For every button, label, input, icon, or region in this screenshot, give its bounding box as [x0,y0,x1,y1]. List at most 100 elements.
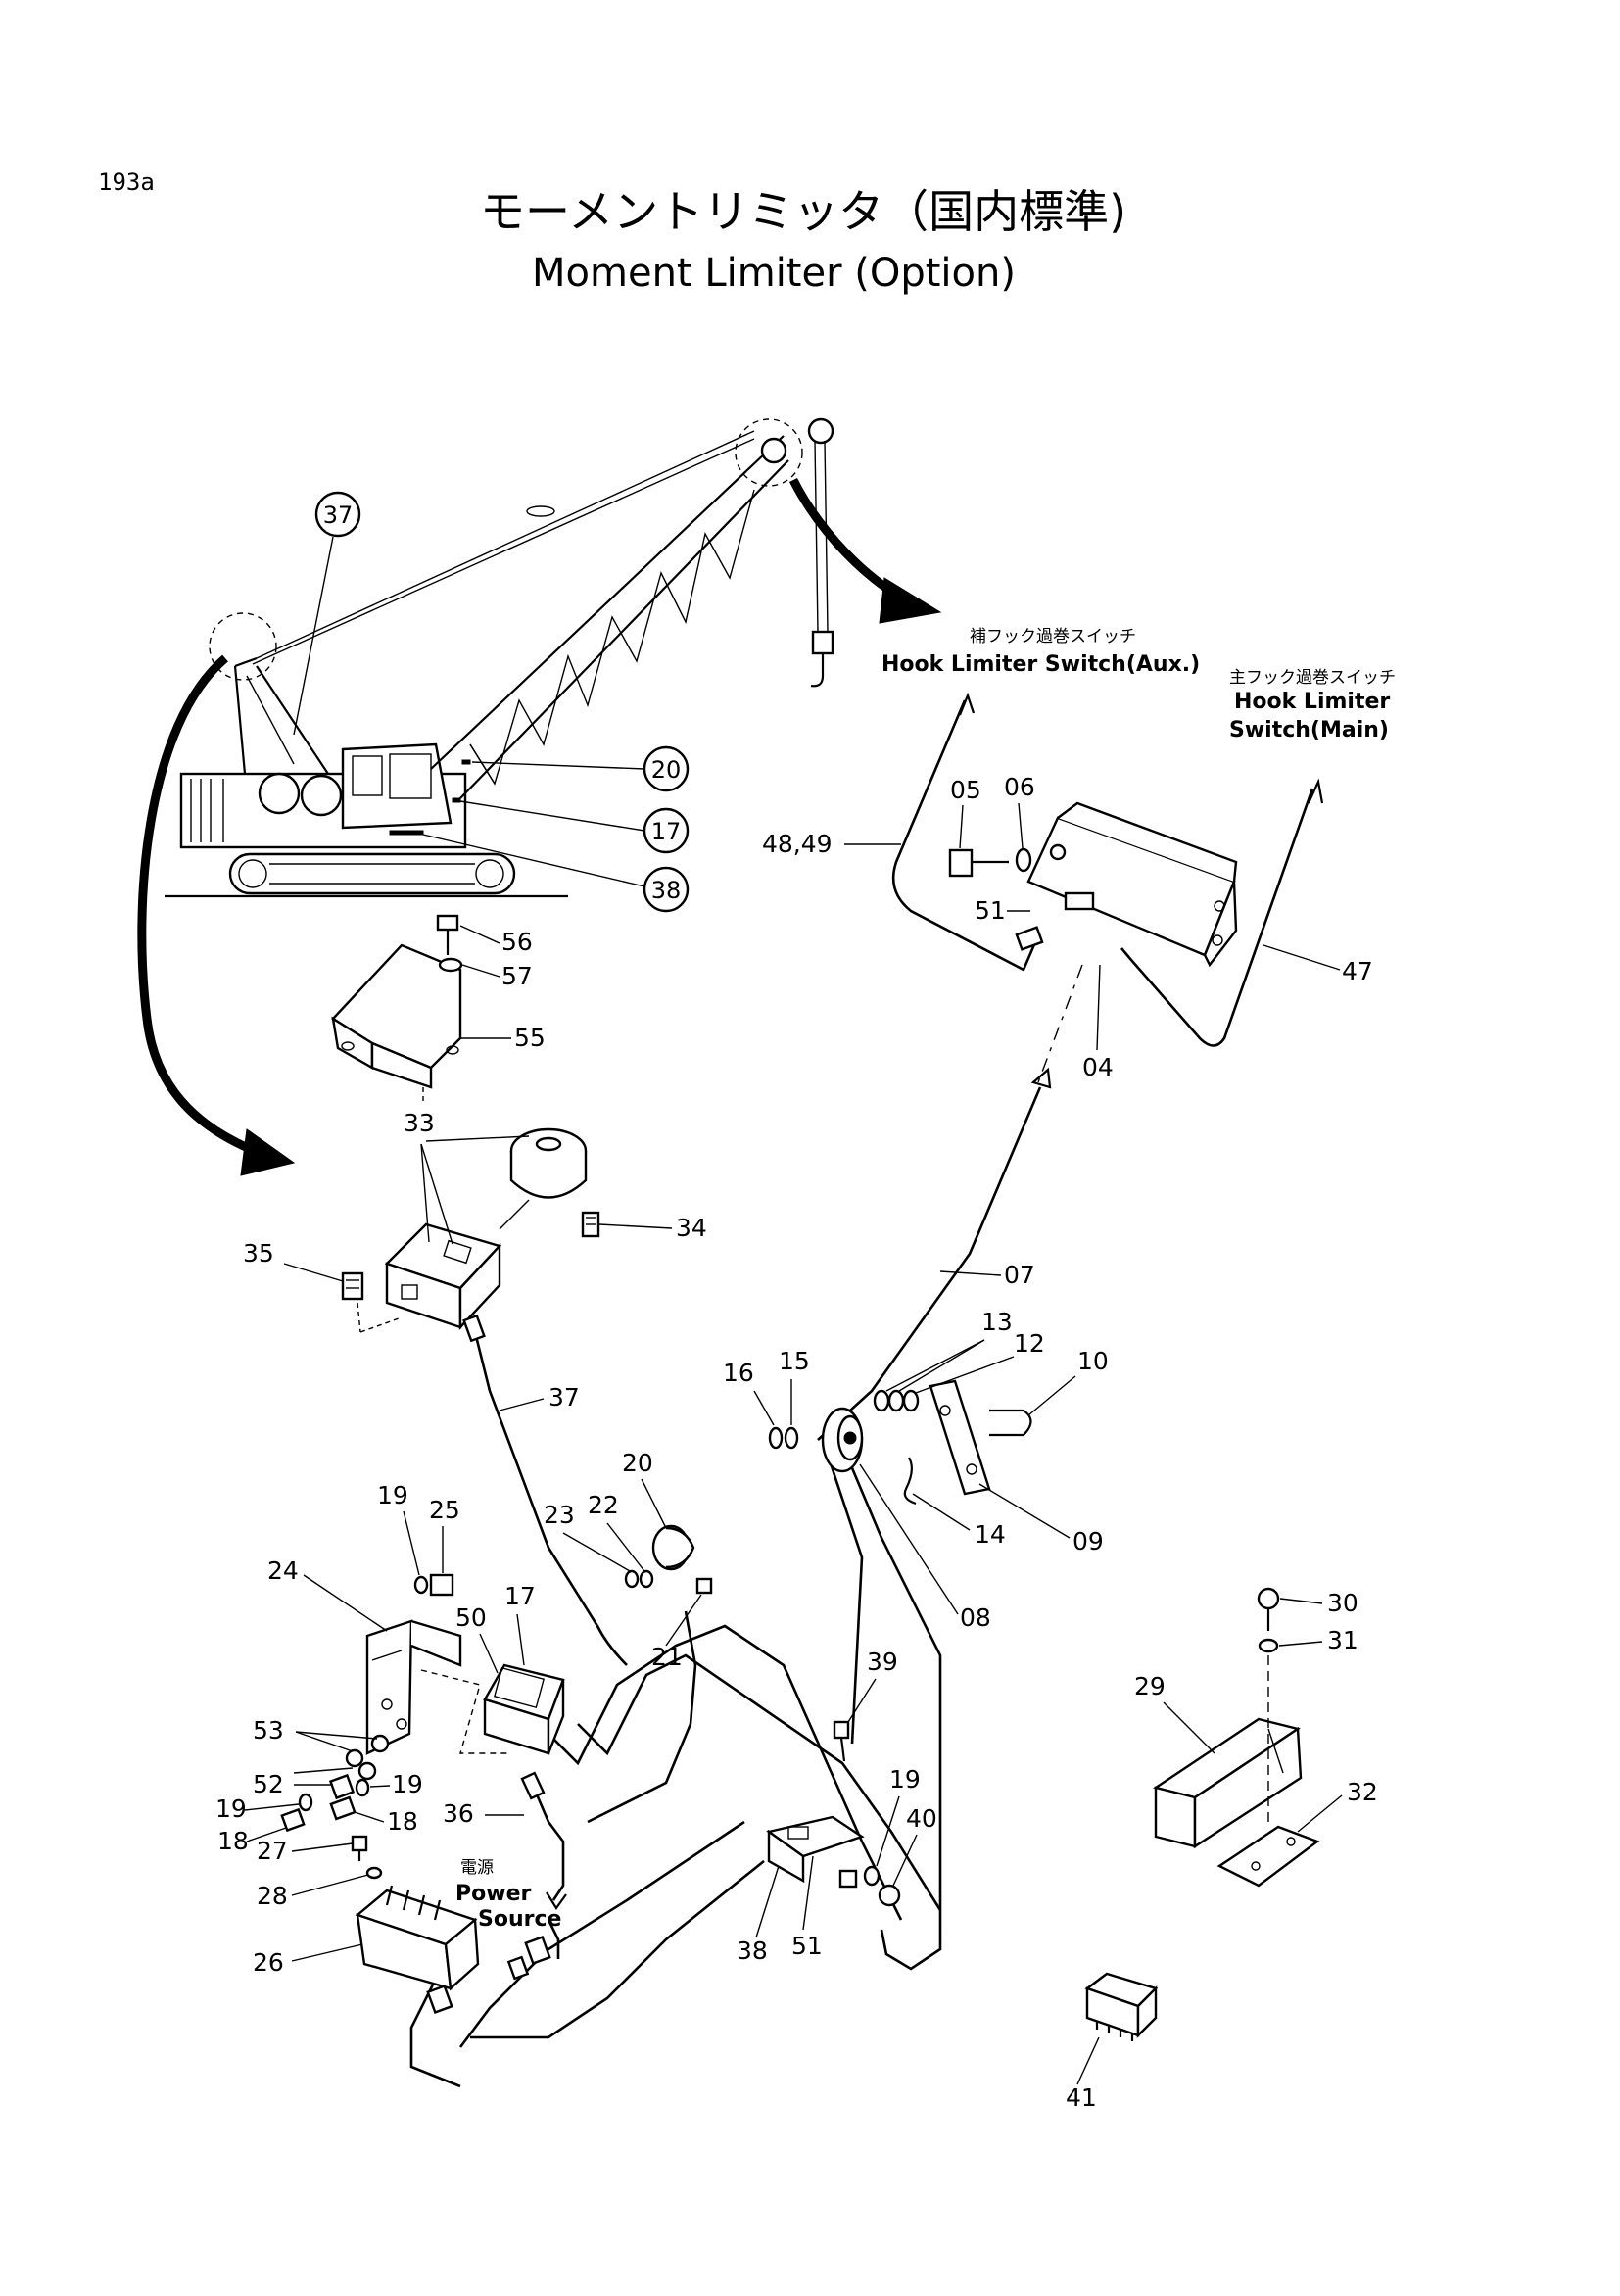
part-label-47: 47 [1342,957,1373,985]
hook-limiter-main-note-en-1: Hook Limiter [1234,690,1390,714]
display-unit-17 [483,1663,565,1755]
part-label-23: 23 [544,1501,575,1529]
washer-19-left [298,1793,313,1812]
part-label-38: 38 [737,1937,768,1965]
cable-36 [532,1787,565,1901]
part-label-30: 30 [1327,1589,1358,1617]
part-label-18-left: 18 [217,1827,249,1855]
part-label-36: 36 [443,1799,474,1828]
bolt-05 [948,848,1009,878]
part-label-33: 33 [404,1109,435,1137]
cover-55 [331,943,462,1089]
detail-arrow-to-mast [137,654,296,1176]
cable-37 [473,1331,628,1666]
controller-box-29 [1153,1717,1303,1849]
washer-19-right [355,1778,370,1797]
hook-limiter-main-note-en-2: Switch(Main) [1229,718,1389,742]
nut-40 [878,1884,901,1907]
part-label-28: 28 [257,1882,288,1910]
part-label-04: 04 [1082,1053,1114,1081]
part-label-09: 09 [1072,1527,1104,1555]
screw-52 [328,1773,356,1800]
part-label-40: 40 [906,1804,937,1833]
part-label-19-bracket: 19 [889,1765,921,1794]
washer-06 [1015,847,1032,873]
washer-28 [365,1866,383,1880]
part-label-29: 29 [1134,1672,1166,1700]
part-label-07: 07 [1004,1261,1035,1289]
washer-31 [1258,1638,1279,1653]
part-label-12: 12 [1014,1329,1045,1358]
part-label-35: 35 [243,1239,274,1268]
part-label-48-49: 48,49 [762,830,833,858]
title-english: Moment Limiter (Option) [532,251,1016,296]
part-label-53: 53 [253,1716,284,1745]
power-source-note-en-2: Source [478,1907,561,1932]
screw-18-right [329,1795,357,1821]
callout-17: 17 [459,800,690,854]
part-label-55: 55 [514,1024,546,1052]
part-label-06: 06 [1004,773,1035,801]
screw-27 [351,1835,368,1861]
junction-box-04 [1026,801,1238,968]
buzzer-20 [651,1524,695,1571]
u-bolt-10 [989,1409,1032,1437]
load-cell-drum-33 [509,1127,588,1199]
part-label-57: 57 [501,962,533,990]
part-label-10: 10 [1077,1347,1109,1375]
part-label-50: 50 [455,1603,487,1632]
bracket-09 [929,1379,991,1496]
part-label-19-left: 19 [215,1794,247,1823]
part-label-22: 22 [588,1491,619,1519]
part-label-41: 41 [1066,2083,1097,2112]
part-label-39: 39 [867,1648,898,1676]
relay-41 [1084,1972,1159,2041]
detector-box-33 [384,1222,502,1331]
part-label-56: 56 [501,928,533,956]
bolt-56 [436,914,459,955]
washers-12-13 [873,1389,920,1412]
bracket-38 [766,1815,865,1884]
hook-limiter-aux-note-jp: 補フック過巻スイッチ [970,627,1136,646]
part-label-31: 31 [1327,1626,1358,1654]
part-label-32: 32 [1347,1778,1378,1806]
part-label-26: 26 [253,1948,284,1977]
power-source-note-jp: 電源 [460,1858,494,1878]
nut-15-16 [768,1426,799,1450]
part-label-19-mid: 19 [392,1770,423,1798]
part-label-34: 34 [676,1214,707,1242]
part-label-51-bottom: 51 [791,1932,823,1960]
cable-48-49 [891,699,1040,972]
harness-main [577,1653,942,1911]
plate-32 [1216,1825,1320,1888]
hook-limiter-main-note-jp: 主フック過巻スイッチ [1229,668,1396,688]
washer-19-bracket [863,1865,881,1887]
part-label-52: 52 [253,1770,284,1798]
svg-text:17: 17 [651,818,682,845]
relay-box-26 [355,1885,480,1991]
cable-47 [1120,788,1314,1047]
washers-22-23 [624,1569,654,1589]
callout-37: 37 [293,491,361,736]
detail-arrow-to-boom-tip [788,477,942,624]
screw-21 [695,1577,713,1595]
part-label-18-right: 18 [387,1807,418,1836]
pin-14 [903,1457,917,1506]
screw-39 [833,1720,850,1762]
part-label-08: 08 [960,1603,991,1632]
part-label-24: 24 [267,1556,299,1585]
callout-38: 38 [422,834,690,913]
callout-20: 20 [471,745,690,792]
hook-limiter-aux-note-en: Hook Limiter Switch(Aux.) [881,652,1200,677]
bracket-24 [365,1619,462,1755]
part-label-16: 16 [723,1359,754,1387]
part-label-14: 14 [975,1520,1006,1549]
power-source-note-en-1: Power [455,1882,531,1906]
part-label-25: 25 [429,1496,460,1524]
part-label-13: 13 [981,1308,1013,1336]
part-label-21: 21 [651,1643,683,1671]
washer-57 [438,957,463,973]
screw-18-left [280,1807,306,1833]
